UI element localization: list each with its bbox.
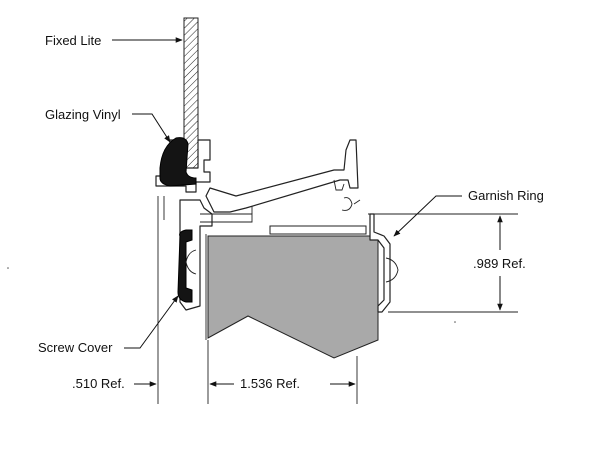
label-fixed-lite: Fixed Lite <box>45 33 101 48</box>
speck <box>454 321 456 323</box>
garnish-ring <box>369 213 399 313</box>
screw-cover <box>177 229 193 303</box>
speck <box>7 267 9 269</box>
insert-panel <box>205 225 379 359</box>
label-dim-1536: 1.536 Ref. <box>240 376 300 391</box>
label-dim-989: .989 Ref. <box>473 256 526 271</box>
label-dim-510: .510 Ref. <box>72 376 125 391</box>
glazing-vinyl-leader <box>132 113 171 143</box>
label-garnish-ring: Garnish Ring <box>468 188 544 203</box>
garnish-ring-leader <box>393 195 462 237</box>
glazing-vinyl <box>159 137 197 187</box>
extension-lines <box>157 213 518 404</box>
label-screw-cover: Screw Cover <box>38 340 113 355</box>
label-glazing-vinyl: Glazing Vinyl <box>45 107 121 122</box>
screw-cover-leader <box>124 295 179 349</box>
screw-left <box>185 249 197 275</box>
